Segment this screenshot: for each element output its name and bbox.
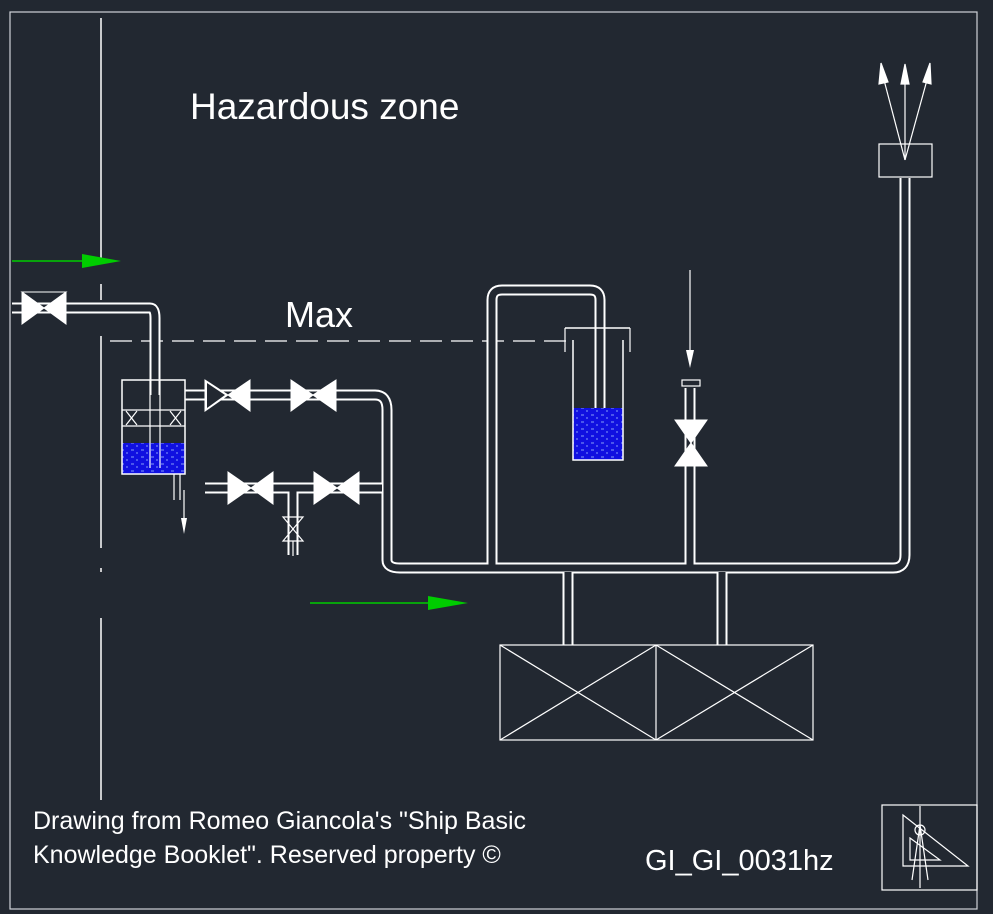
valve-lower-1b[interactable] [250, 471, 274, 505]
max-level-label: Max [285, 294, 354, 335]
zone-title: Hazardous zone [190, 86, 460, 127]
valve-upper-2[interactable] [290, 379, 314, 412]
drafting-compass-icon [881, 804, 978, 891]
injection-valve-bottom[interactable] [674, 442, 708, 467]
flow-arrow-bottom [310, 596, 468, 610]
blower-unit [499, 644, 814, 741]
credit-line-2: Knowledge Booklet". Reserved property © [33, 841, 501, 869]
valve-lower-1[interactable] [227, 471, 252, 505]
vent-arrows [878, 62, 932, 161]
credit-text: Drawing from Romeo Giancola's "Ship Basi… [33, 804, 526, 872]
water-seal-chamber [121, 379, 186, 500]
inlet-valve[interactable] [20, 291, 68, 325]
flow-arrow-top [12, 254, 121, 268]
valve-lower-2b[interactable] [336, 471, 360, 505]
drain-arrow [181, 490, 187, 534]
injection-valve-top[interactable] [674, 419, 708, 444]
small-drain-valve[interactable] [281, 516, 305, 556]
level-tank [564, 327, 631, 461]
valve-lower-2[interactable] [313, 471, 338, 505]
drawing-frame [9, 11, 978, 910]
pipe-network [12, 178, 911, 645]
valve-upper-2b[interactable] [312, 379, 337, 412]
drawing-code: GI_GI_0031hz [645, 845, 834, 877]
valve-upper-1b[interactable] [227, 379, 251, 412]
injection-arrow [686, 270, 694, 368]
credit-line-1: Drawing from Romeo Giancola's "Ship Basi… [33, 807, 527, 835]
